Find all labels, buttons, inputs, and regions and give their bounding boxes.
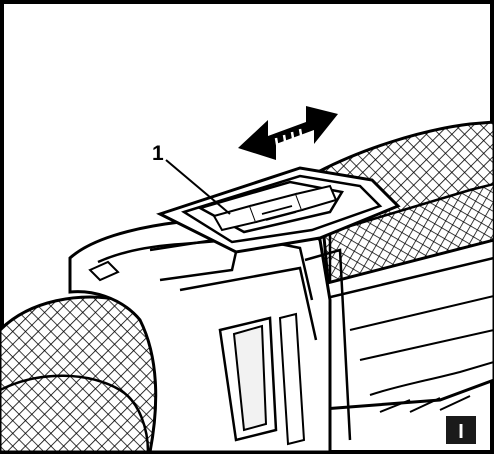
callout-number: 1 [152,142,164,165]
callout-leader-line [165,159,231,215]
front-collar [0,295,163,454]
figure-label: I [458,421,464,443]
callout-1: 1 [152,142,231,215]
slide-direction-arrow [238,106,338,160]
figure-label-badge: I [446,416,476,444]
housing-body [298,238,494,413]
head-housing [68,212,352,454]
slide-switch [156,166,401,282]
